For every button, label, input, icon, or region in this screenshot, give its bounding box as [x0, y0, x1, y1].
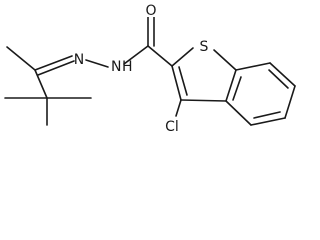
bond-c7a-c7: [235, 62, 271, 71]
bond-quaternary-to-imine-carbon: [34, 69, 48, 99]
atom-chlorine: Cl: [165, 119, 179, 135]
tert-butyl-group: [4, 69, 92, 126]
bond-c2-s: [171, 47, 194, 67]
benzene-ring: [225, 62, 296, 126]
bond-c6-c5: [284, 85, 296, 119]
bond-nh-to-carbonyl-carbon: [123, 45, 149, 65]
bond-c4-c3a: [225, 100, 252, 126]
atom-oxygen: O: [144, 3, 158, 19]
bond-imine-c-n-line-1: [34, 55, 73, 71]
bond-carbonyl-to-c2: [147, 45, 173, 67]
bond-s-c7a: [213, 49, 237, 71]
bond-c3-c2: [171, 65, 182, 101]
carbonyl-double-bond: [147, 14, 155, 47]
bond-c3a-c3: [180, 99, 227, 102]
bond-n-n: [85, 59, 109, 68]
atom-nitrogen-amide: N H: [111, 59, 133, 75]
atom-label-sulfur: S: [200, 39, 209, 55]
atom-label-nitrogen-hydrazone: N: [74, 52, 84, 68]
bond-c3-c2-inner: [178, 66, 188, 96]
atom-label-hydrogen-amide: H: [122, 59, 133, 75]
atom-label-nitrogen-amide: N: [111, 59, 121, 75]
structure-canvas: O N N H S Cl: [4, 3, 296, 135]
bond-c7-c6-inner: [268, 69, 289, 89]
atom-nitrogen-hydrazone: N: [74, 52, 84, 68]
imine-double-bond: [34, 55, 75, 76]
bond-c3-cl: [175, 99, 182, 117]
atom-label-oxygen: O: [145, 3, 156, 19]
atom-label-chlorine: Cl: [165, 119, 179, 135]
bond-c7a-c3a: [225, 69, 237, 102]
molecule-diagram: O N N H S Cl: [4, 3, 296, 135]
bond-c7-c6: [269, 62, 296, 87]
bond-c5-c4-inner: [253, 111, 281, 119]
bond-imine-c-n-line-2: [37, 60, 75, 76]
bond-c7a-c3a-inner: [232, 76, 242, 101]
thiophene-ring: [171, 47, 237, 102]
bond-c5-c4: [250, 117, 286, 126]
atom-sulfur: S: [200, 39, 209, 55]
bond-imine-carbon-to-methyl: [6, 46, 36, 71]
